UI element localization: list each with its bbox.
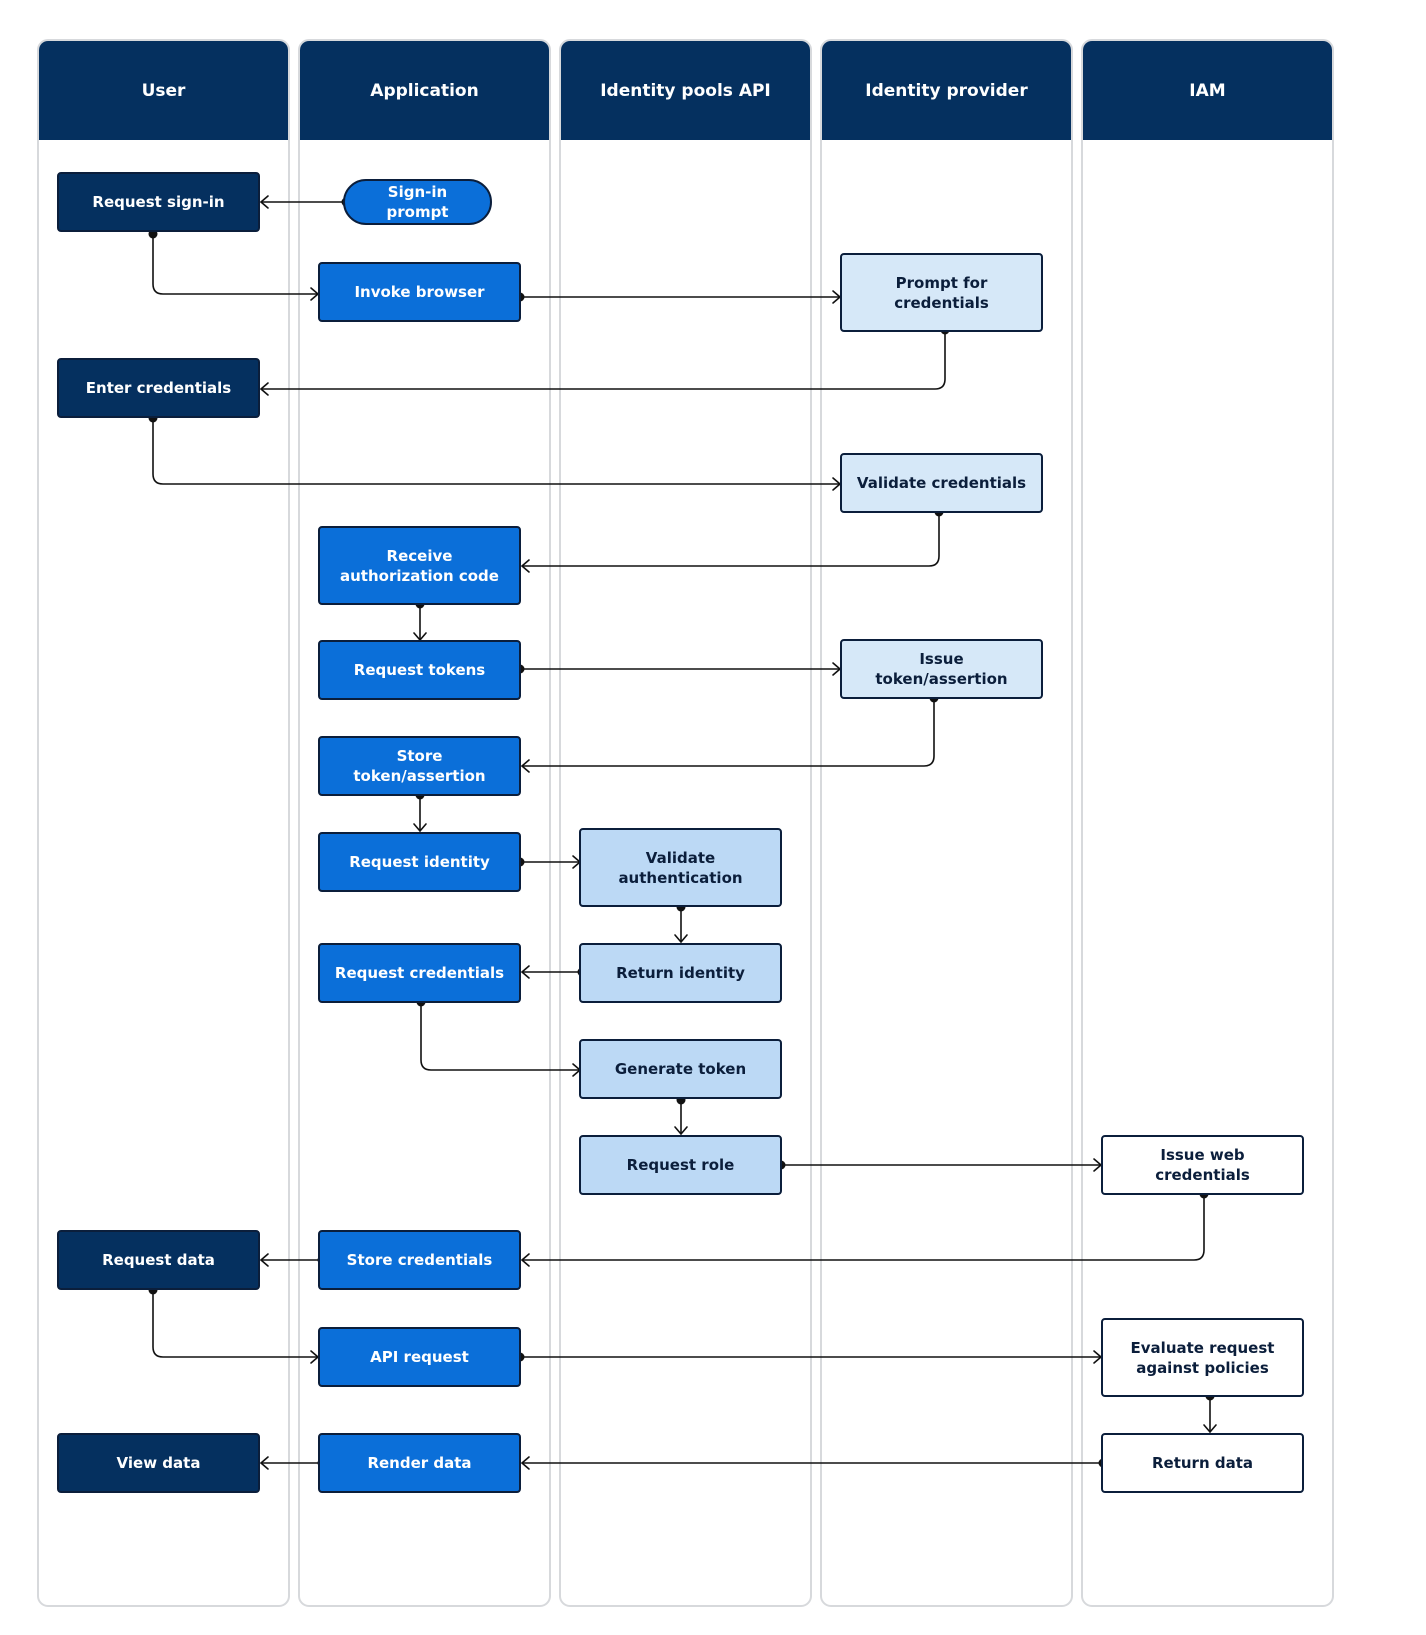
step-request-sign-in: Request sign-in: [57, 172, 260, 232]
step-request-tokens: Request tokens: [318, 640, 521, 700]
step-return-identity: Return identity: [579, 943, 782, 1003]
lane-header-iam: IAM: [1083, 41, 1332, 140]
step-render-data: Render data: [318, 1433, 521, 1493]
step-generate-token: Generate token: [579, 1039, 782, 1099]
step-enter-credentials: Enter credentials: [57, 358, 260, 418]
step-request-data: Request data: [57, 1230, 260, 1290]
step-sign-in-prompt: Sign-in prompt: [343, 179, 492, 225]
step-request-credentials: Request credentials: [318, 943, 521, 1003]
step-evaluate-request-against-policies: Evaluate request against policies: [1101, 1318, 1304, 1397]
step-issue-token-assertion: Issue token/assertion: [840, 639, 1043, 699]
lane-header-application: Application: [300, 41, 549, 140]
lane-user: User: [37, 39, 290, 1607]
step-return-data: Return data: [1101, 1433, 1304, 1493]
step-issue-web-credentials: Issue web credentials: [1101, 1135, 1304, 1195]
step-prompt-for-credentials: Prompt for credentials: [840, 253, 1043, 332]
lane-header-identity-provider: Identity provider: [822, 41, 1071, 140]
lane-header-identity-pools-api: Identity pools API: [561, 41, 810, 140]
step-view-data: View data: [57, 1433, 260, 1493]
step-store-credentials: Store credentials: [318, 1230, 521, 1290]
step-request-identity: Request identity: [318, 832, 521, 892]
step-api-request: API request: [318, 1327, 521, 1387]
step-invoke-browser: Invoke browser: [318, 262, 521, 322]
step-receive-authorization-code: Receive authorization code: [318, 526, 521, 605]
step-validate-authentication: Validate authentication: [579, 828, 782, 907]
step-request-role: Request role: [579, 1135, 782, 1195]
step-store-token-assertion: Store token/assertion: [318, 736, 521, 796]
step-validate-credentials: Validate credentials: [840, 453, 1043, 513]
lane-identity-pools-api: Identity pools API: [559, 39, 812, 1607]
lane-header-user: User: [39, 41, 288, 140]
